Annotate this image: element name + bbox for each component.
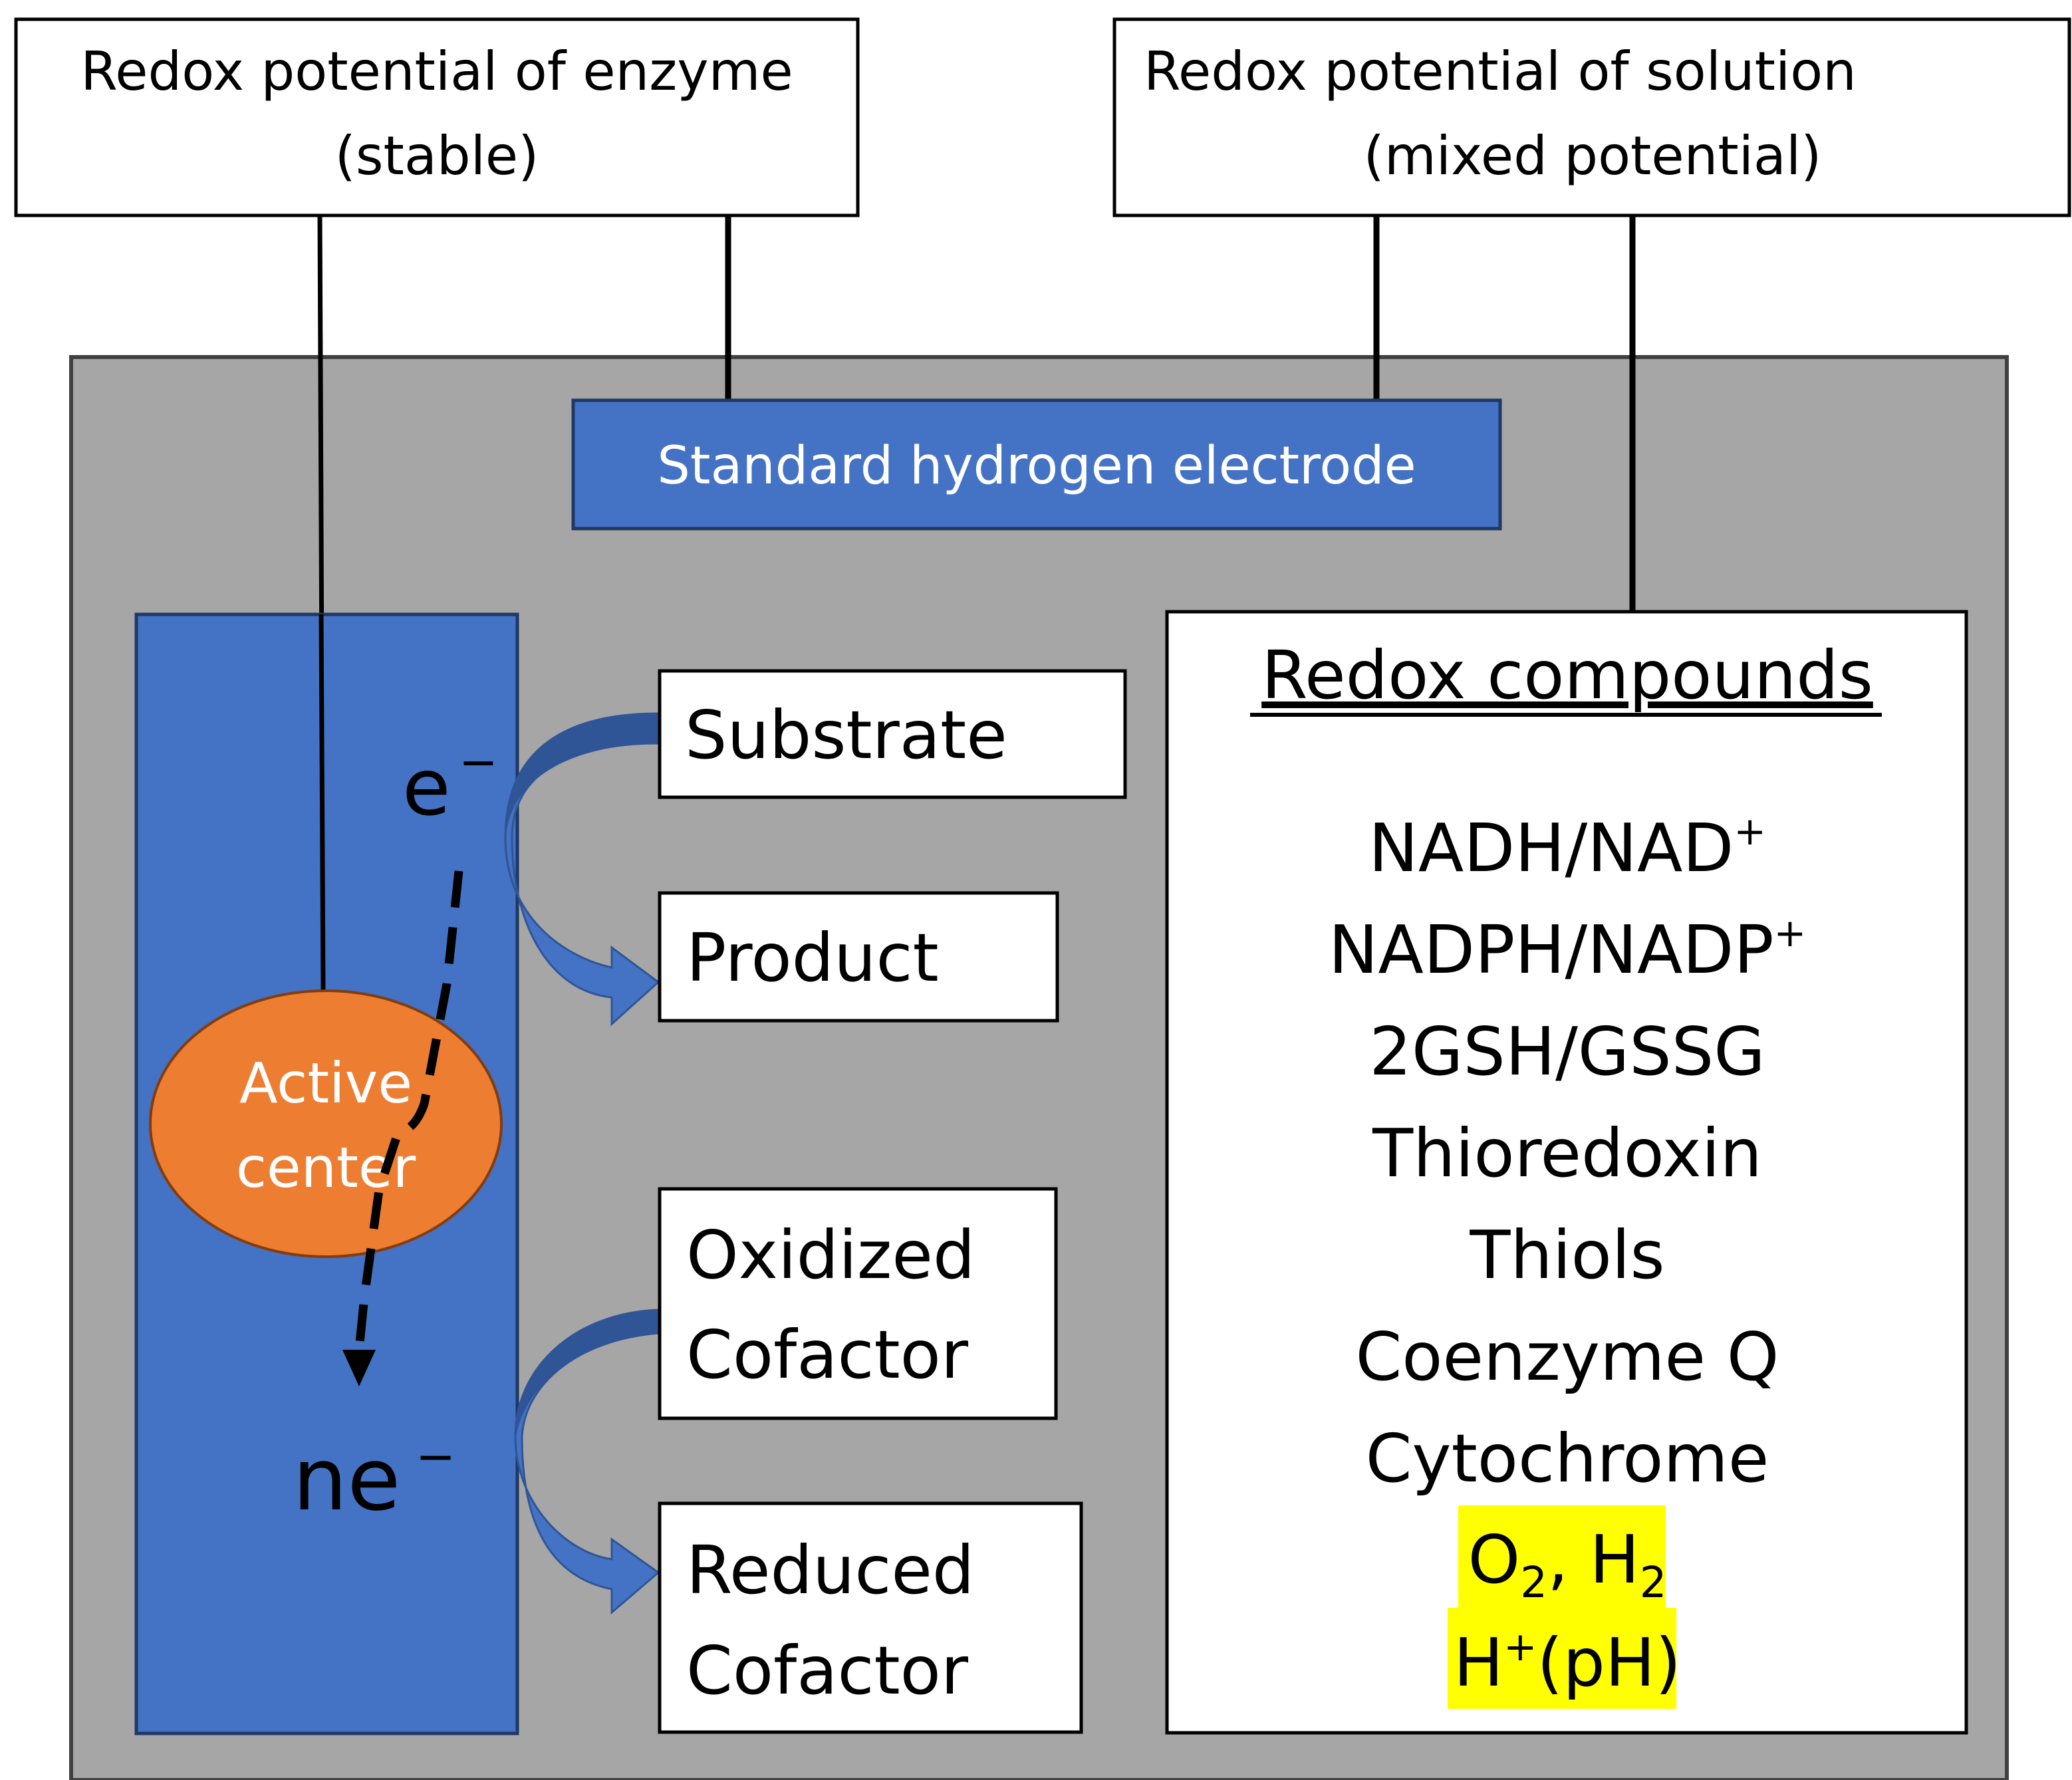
compound-list: NADH/NAD+ NADPH/NADP+ 2GSH/GSSG Thioredoxin… xyxy=(1329,809,1807,1497)
product-box: Product xyxy=(658,891,1059,1023)
she-label: Standard hydrogen electrode xyxy=(657,436,1416,496)
highlight-o2-h2 xyxy=(1458,1505,1666,1612)
connector-enzyme-inside xyxy=(319,614,326,991)
electron-charge: − xyxy=(459,735,498,789)
compound-item: Thiols xyxy=(1469,1216,1664,1294)
reduced-cofactor-line1: Reduced xyxy=(686,1531,974,1609)
substrate-label: Substrate xyxy=(685,696,1007,774)
substrate-box: Substrate xyxy=(658,669,1127,799)
active-center-line1: Active xyxy=(239,1051,412,1116)
enzyme-potential-line2: (stable) xyxy=(335,125,539,187)
redox-compounds-title: Redox compounds xyxy=(1261,636,1873,714)
solution-potential-line2: (mixed potential) xyxy=(1364,125,1822,187)
compound-item: Cytochrome xyxy=(1366,1420,1769,1497)
oxidized-cofactor-line1: Oxidized xyxy=(686,1216,975,1294)
multi-electron-symbol: ne xyxy=(293,1429,400,1530)
active-center: Active center xyxy=(149,989,503,1258)
compound-item: Thioredoxin xyxy=(1372,1114,1762,1192)
compound-item: NADH/NAD+ xyxy=(1368,809,1766,887)
compound-item: 2GSH/GSSG xyxy=(1369,1013,1765,1090)
reduced-cofactor-line2: Cofactor xyxy=(686,1632,969,1710)
enzyme-potential-box: Redox potential of enzyme (stable) xyxy=(14,17,860,217)
standard-hydrogen-electrode: Standard hydrogen electrode xyxy=(571,398,1502,531)
compound-item: Coenzyme Q xyxy=(1355,1318,1779,1396)
enzyme-potential-line1: Redox potential of enzyme xyxy=(80,41,793,102)
electron-transfer-arrowhead-icon xyxy=(342,1350,376,1386)
electron-transfer-dashed-path xyxy=(354,870,463,1350)
compound-h-ph: H+(pH) xyxy=(1454,1624,1681,1702)
cofactor-reduction-arrow-icon xyxy=(514,1309,660,1615)
reduced-cofactor-box: Reduced Cofactor xyxy=(658,1501,1083,1734)
solution-potential-line1: Redox potential of solution xyxy=(1144,41,1857,102)
substrate-to-product-arrow-icon xyxy=(504,712,660,1027)
oxidized-cofactor-box: Oxidized Cofactor xyxy=(658,1187,1058,1420)
product-label: Product xyxy=(686,919,939,997)
multi-electron-label: ne − xyxy=(293,1428,455,1530)
redox-compounds-panel: Redox compounds NADH/NAD+ NADPH/NADP+ 2GSH… xyxy=(1165,610,1968,1735)
highlight-h-ph xyxy=(1448,1608,1676,1709)
multi-electron-charge: − xyxy=(416,1428,455,1484)
compound-item: NADPH/NADP+ xyxy=(1329,910,1807,989)
compound-o2-h2: O2, H2 xyxy=(1468,1521,1667,1608)
oxidized-cofactor-line2: Cofactor xyxy=(686,1316,969,1394)
single-electron-label: e − xyxy=(402,735,498,833)
solution-potential-box: Redox potential of solution (mixed poten… xyxy=(1112,17,2071,217)
electron-symbol: e xyxy=(402,741,451,833)
